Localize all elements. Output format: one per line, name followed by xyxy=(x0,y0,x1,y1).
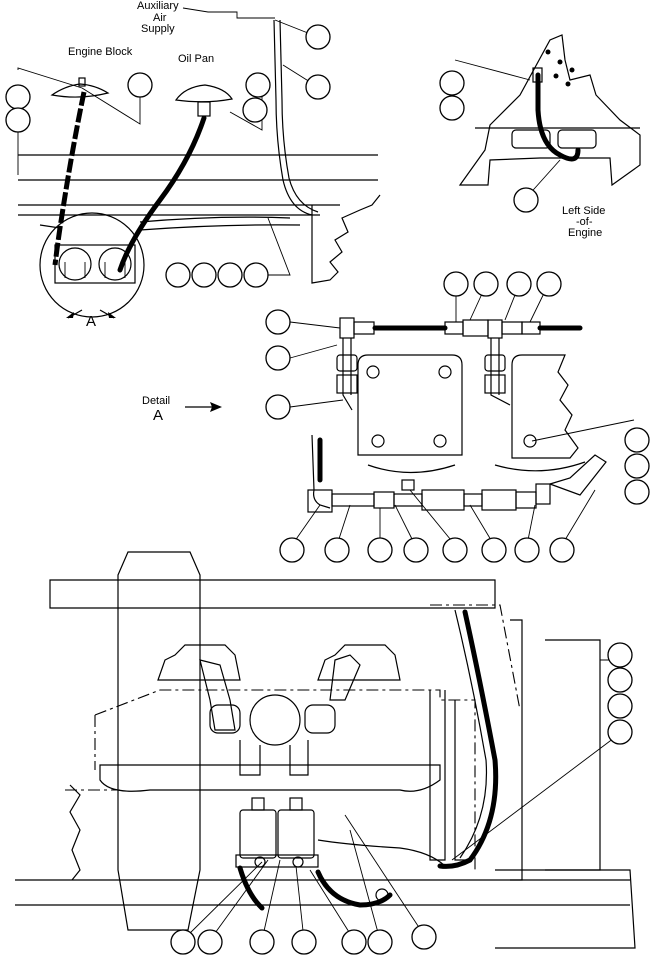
callout-circle-icon xyxy=(443,271,469,297)
callout-circle-icon xyxy=(5,84,31,110)
bottom-engine-view xyxy=(15,551,636,955)
callout-circle-icon xyxy=(514,537,540,563)
top-left-view: Auxiliary Air Supply Engine Block Oil Pa… xyxy=(5,0,381,330)
callout-circle-icon xyxy=(481,537,507,563)
callout-circle-icon xyxy=(5,107,31,133)
callout-circle-icon xyxy=(265,309,291,335)
view-a-label: A xyxy=(86,313,96,330)
callout-circle-icon xyxy=(341,929,367,955)
left-side-engine-view: Left Side -of- Engine xyxy=(439,34,641,239)
callout-circle-icon xyxy=(624,427,650,453)
callout-circle-icon xyxy=(279,537,305,563)
callout-circle-icon xyxy=(243,262,269,288)
left-side-label-2: -of- xyxy=(576,216,593,228)
callout-circle-icon xyxy=(607,719,633,745)
callout-circle-icon xyxy=(291,929,317,955)
oil-pan-label: Oil Pan xyxy=(178,53,214,65)
callout-circle-icon xyxy=(170,929,196,955)
callout-circle-icon xyxy=(249,929,275,955)
callout-circle-icon xyxy=(367,929,393,955)
callout-circle-icon xyxy=(191,262,217,288)
callout-circle-icon xyxy=(439,95,465,121)
callout-circle-icon xyxy=(305,74,331,100)
callout-circle-icon xyxy=(127,72,153,98)
callout-circle-icon xyxy=(324,537,350,563)
callout-circle-icon xyxy=(624,479,650,505)
callout-circle-icon xyxy=(165,262,191,288)
left-side-label-3: Engine xyxy=(568,227,602,239)
detail-label: Detail xyxy=(142,395,170,407)
callout-circle-icon xyxy=(513,187,539,213)
callout-circle-icon xyxy=(305,24,331,50)
auxiliary-label-1: Auxiliary xyxy=(137,0,179,12)
callout-circle-icon xyxy=(607,642,633,668)
left-side-label-1: Left Side xyxy=(562,205,605,217)
callout-circle-icon xyxy=(439,70,465,96)
callout-circle-icon xyxy=(217,262,243,288)
callout-circle-icon xyxy=(624,453,650,479)
auxiliary-label-3: Supply xyxy=(141,23,175,35)
callout-circle-icon xyxy=(367,537,393,563)
callout-circle-icon xyxy=(242,97,268,123)
detail-letter: A xyxy=(153,407,163,424)
callout-circle-icon xyxy=(506,271,532,297)
callout-circle-icon xyxy=(411,924,437,950)
callout-circle-icon xyxy=(549,537,575,563)
engine-block-label: Engine Block xyxy=(68,46,133,58)
callout-circle-icon xyxy=(607,667,633,693)
detail-a-view: Detail A xyxy=(142,271,650,563)
auxiliary-label-2: Air xyxy=(153,12,167,24)
callout-circle-icon xyxy=(245,72,271,98)
callout-circle-icon xyxy=(265,394,291,420)
callout-circle-icon xyxy=(536,271,562,297)
callout-circle-icon xyxy=(473,271,499,297)
callout-circle-icon xyxy=(197,929,223,955)
callout-circle-icon xyxy=(442,537,468,563)
callout-circle-icon xyxy=(403,537,429,563)
callout-circle-icon xyxy=(607,693,633,719)
callout-circle-icon xyxy=(265,345,291,371)
